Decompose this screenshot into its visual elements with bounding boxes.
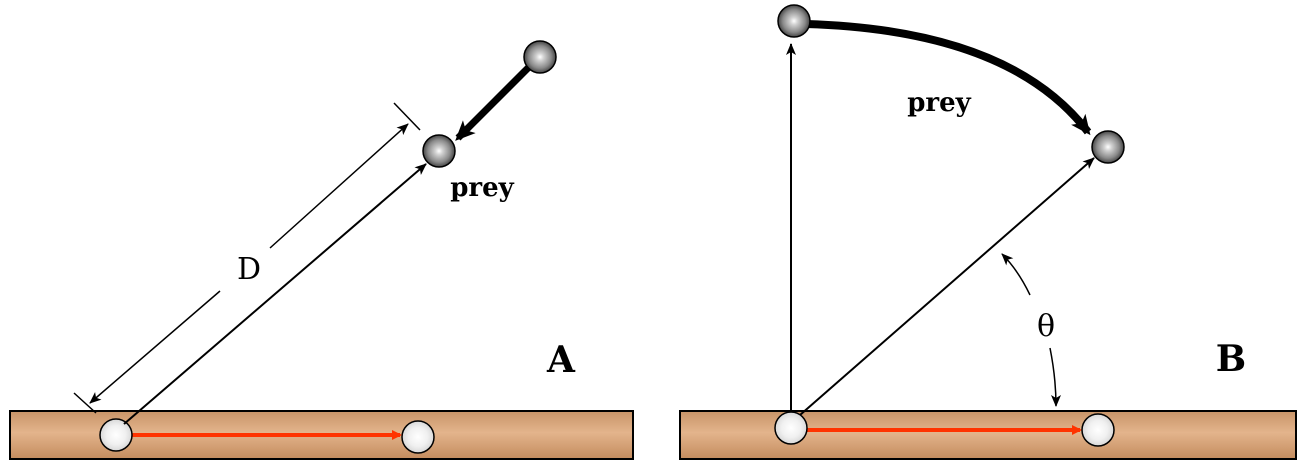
prey-sphere-start-a (524, 41, 556, 73)
dimension-line-upper (270, 124, 408, 248)
panel-b: θ prey B (680, 5, 1296, 459)
angle-arc-upper (1002, 254, 1030, 295)
angled-sightline-b (800, 158, 1094, 415)
prey-sphere-current-a (423, 135, 455, 167)
sightline-arrow-a (124, 164, 426, 424)
substrate-surface-b (680, 411, 1296, 459)
panel-a: D prey A (10, 41, 633, 459)
end-position-circle-a (402, 421, 434, 453)
panel-letter-b: B (1216, 338, 1246, 380)
end-position-circle-b (1082, 414, 1114, 446)
prey-label-a: prey (450, 173, 514, 203)
angle-arc-lower (1050, 348, 1056, 406)
prey-sphere-start-b (778, 5, 810, 37)
prey-motion-arrow-a (458, 64, 532, 138)
prey-label-b: prey (907, 88, 971, 118)
angle-label-theta: θ (1037, 309, 1055, 344)
start-position-circle-a (100, 419, 132, 451)
panel-letter-a: A (546, 339, 576, 381)
prey-sphere-current-b (1092, 131, 1124, 163)
start-position-circle-b (775, 412, 807, 444)
dimension-tick-end (394, 103, 420, 130)
dimension-line-lower (90, 291, 220, 403)
distance-label-d: D (237, 252, 261, 287)
